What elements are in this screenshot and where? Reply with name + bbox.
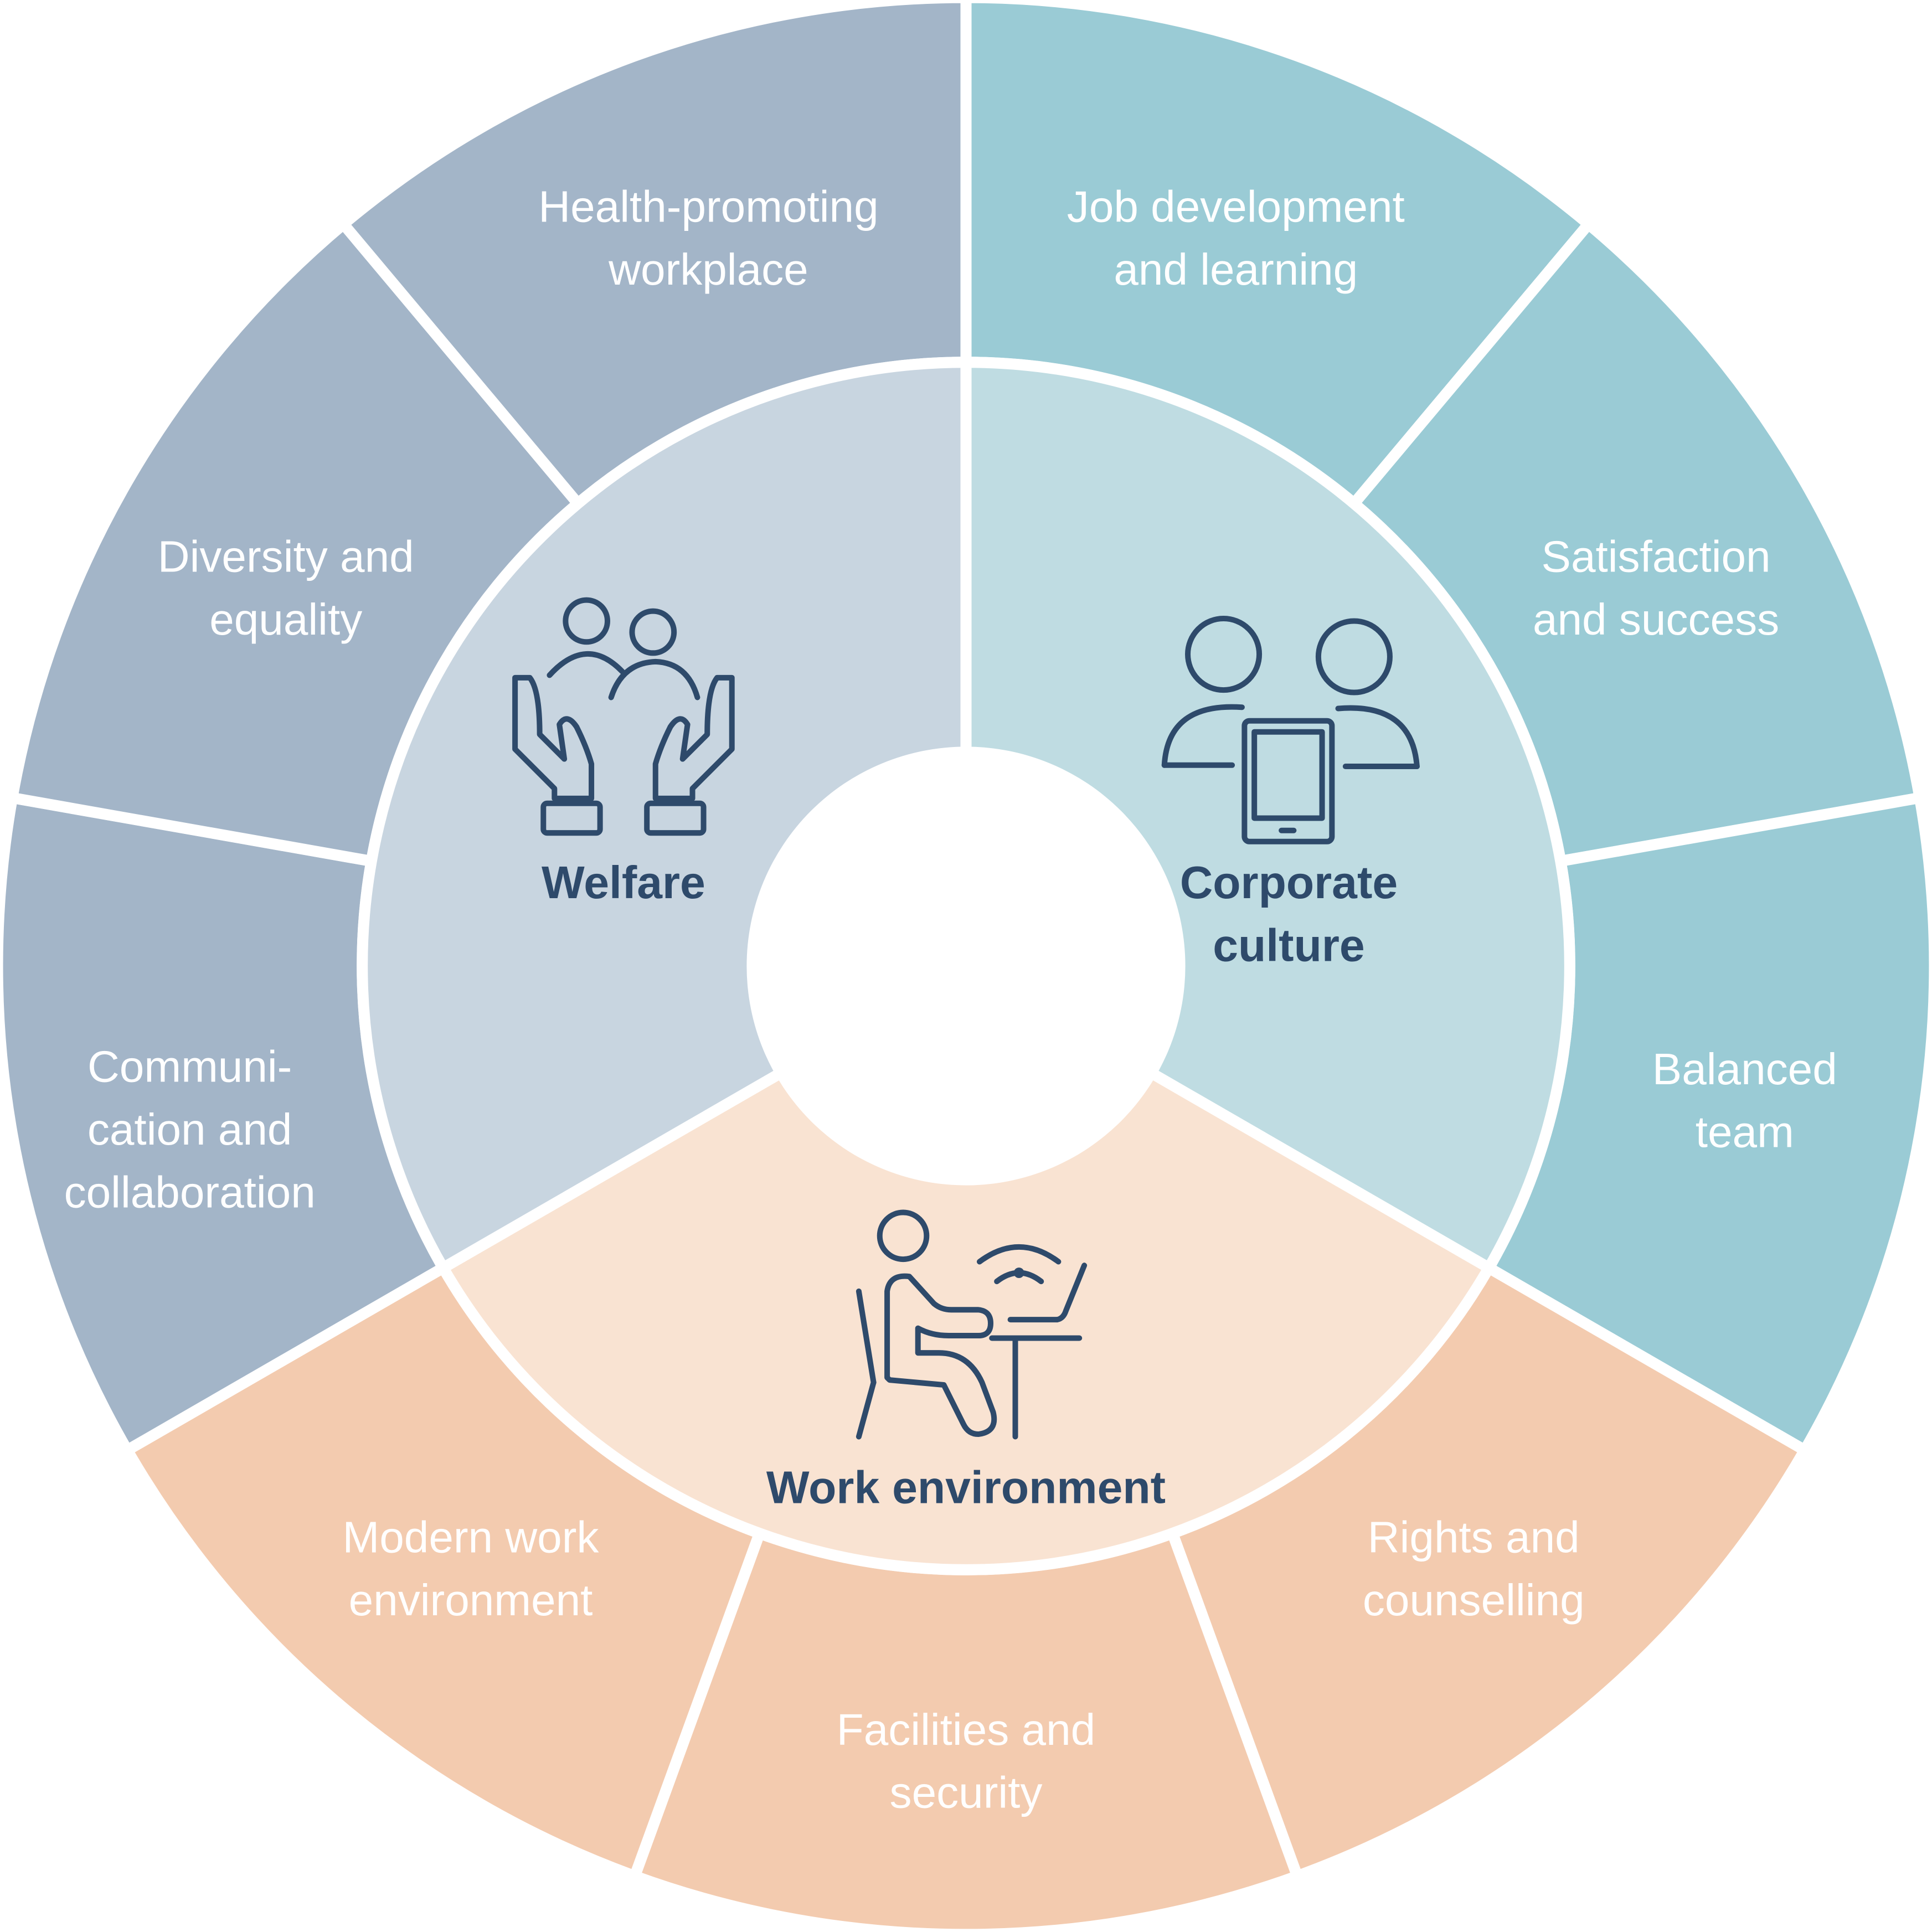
segment-label-line: Health-promoting	[538, 182, 878, 231]
category-label-line: Corporate	[1180, 857, 1398, 908]
segment-label-line: Communi-	[87, 1042, 292, 1091]
segment-label-line: Diversity and	[158, 531, 414, 581]
people-tablet-icon	[1161, 616, 1420, 844]
category-label: Corporate culture	[1180, 857, 1398, 971]
category-label: Welfare	[542, 857, 705, 908]
category-label: Work environment	[766, 1462, 1166, 1513]
segment-label: Balanced team	[1652, 1044, 1837, 1156]
segment-label: Job development and learning	[1067, 182, 1405, 294]
center-hole	[746, 746, 1186, 1186]
segment-label-line: and success	[1533, 594, 1779, 644]
segment-label: Diversity and equality	[158, 531, 414, 643]
segment-label-line: Rights and	[1368, 1512, 1580, 1562]
category-label-line: Welfare	[542, 857, 705, 908]
segment-label-line: Job development	[1067, 182, 1405, 231]
segment-label-line: collaboration	[64, 1167, 316, 1217]
segment-label: Facilities and security	[837, 1704, 1095, 1817]
category-label-line: culture	[1213, 920, 1364, 971]
segment-label-line: environment	[349, 1575, 593, 1625]
segment-label-line: counselling	[1363, 1575, 1585, 1625]
person-at-desk-icon	[856, 1209, 1088, 1440]
segment-label-line: Balanced	[1652, 1044, 1837, 1094]
segment-label-line: equality	[209, 594, 362, 644]
segment-label: Modern work environment	[343, 1512, 600, 1625]
segment-label-line: Facilities and	[837, 1704, 1095, 1754]
category-label-line: Work environment	[766, 1462, 1166, 1513]
segment-label-line: Modern work	[343, 1512, 600, 1562]
segment-label: Rights and counselling	[1363, 1512, 1585, 1625]
segment-label: Health-promoting workplace	[538, 182, 878, 294]
segment-label: Communi-cation and collaboration	[64, 1042, 316, 1217]
segment-label: Satisfaction and success	[1533, 531, 1779, 643]
segment-label-line: team	[1696, 1107, 1794, 1157]
caring-hands-people-icon	[512, 597, 735, 836]
segment-label-line: Satisfaction	[1542, 531, 1771, 581]
segment-label-line: and learning	[1114, 244, 1358, 294]
segment-label-line: security	[890, 1767, 1043, 1817]
segment-label-line: workplace	[608, 244, 808, 294]
segment-label-line: cation and	[87, 1104, 292, 1154]
